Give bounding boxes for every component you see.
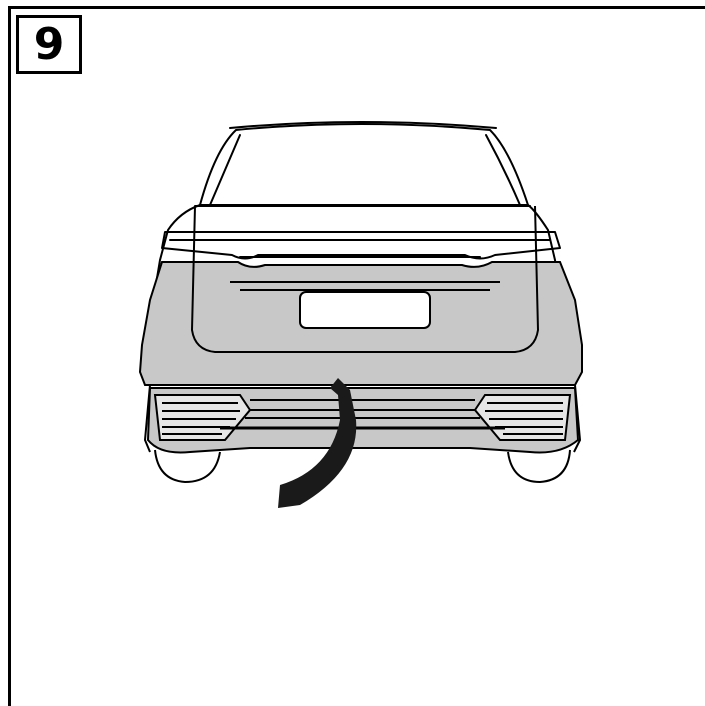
right-wheel bbox=[507, 449, 571, 484]
left-wheel bbox=[154, 449, 221, 484]
step-number: 9 bbox=[33, 18, 65, 70]
tail-light-bar bbox=[161, 231, 561, 260]
rear-window bbox=[199, 123, 529, 206]
step-number-badge: 9 bbox=[16, 15, 82, 74]
license-plate bbox=[299, 291, 431, 329]
lower-bumper bbox=[146, 387, 580, 454]
direction-arrow bbox=[278, 378, 357, 508]
car-rear-illustration bbox=[138, 121, 583, 508]
tailgate bbox=[191, 205, 539, 353]
roof-line bbox=[229, 121, 497, 129]
instruction-panel-frame bbox=[8, 6, 705, 706]
